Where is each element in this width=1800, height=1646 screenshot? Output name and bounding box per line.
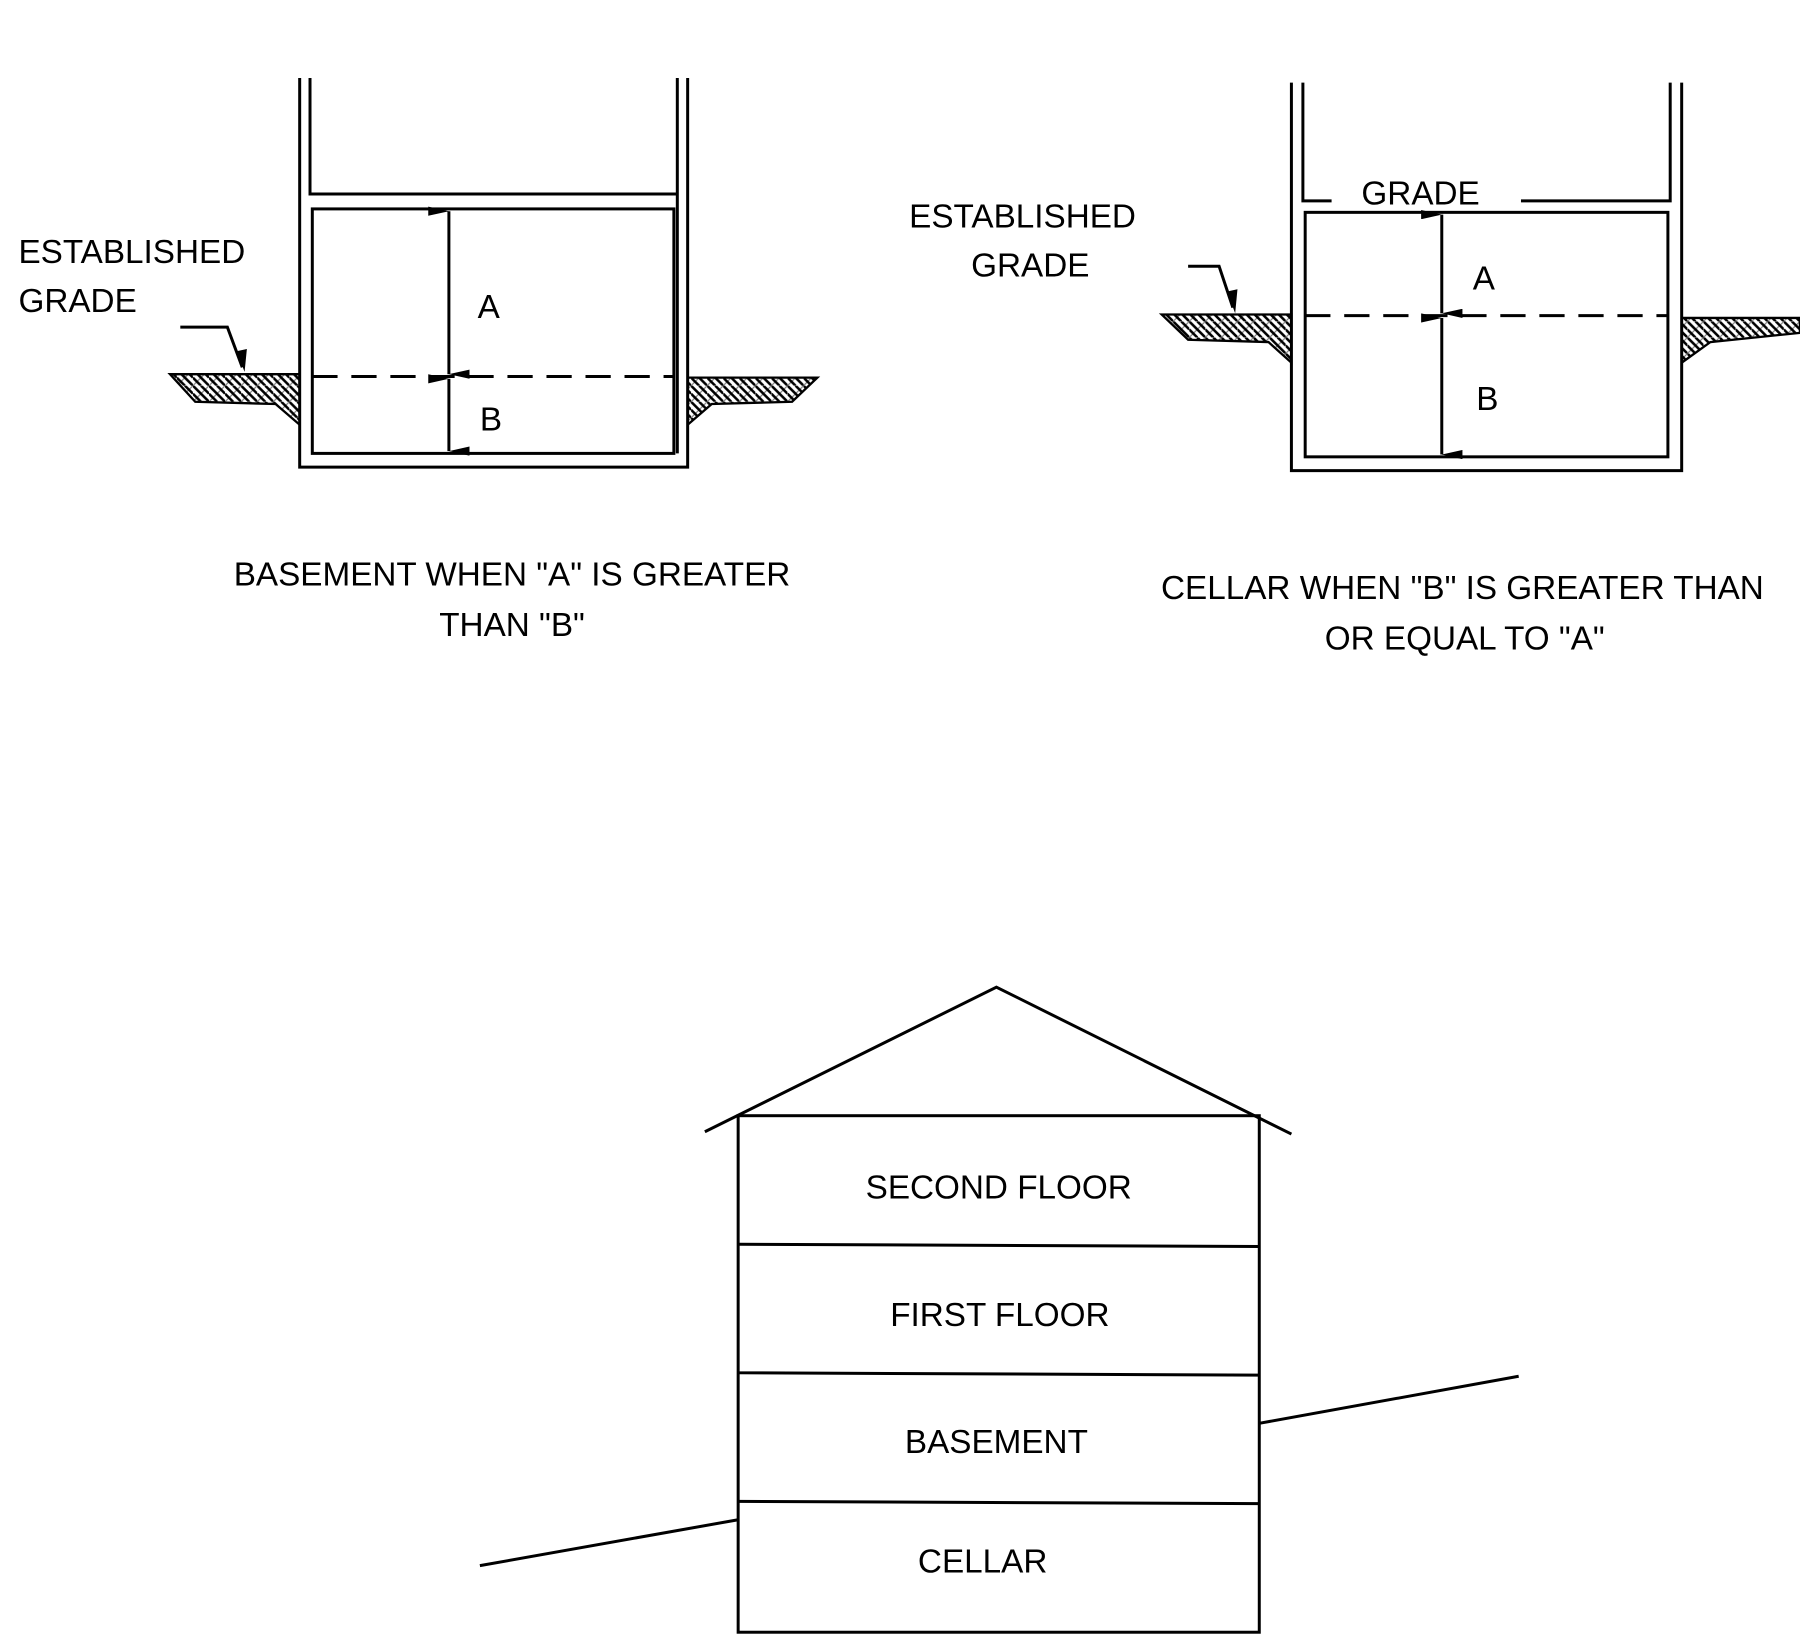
floor-label-cellar: CELLAR bbox=[918, 1544, 1047, 1581]
floor-label-second-floor: SECOND FLOOR bbox=[866, 1169, 1132, 1206]
grade-line-right bbox=[1259, 1374, 1519, 1425]
top-grade-label: GRADE bbox=[1361, 175, 1479, 212]
foundation-walls bbox=[298, 78, 690, 469]
leader-line bbox=[180, 325, 244, 368]
dimension-b-label: B bbox=[1476, 381, 1498, 418]
grade-label: ESTABLISHED bbox=[18, 234, 245, 271]
caption: BASEMENT WHEN "A" IS GREATER bbox=[234, 556, 791, 593]
basement-room bbox=[310, 207, 676, 455]
grade-label: GRADE bbox=[18, 283, 136, 320]
dimension-a-label: A bbox=[478, 289, 501, 326]
dimension-b-label: B bbox=[480, 401, 502, 438]
cellar-room bbox=[1303, 210, 1670, 459]
leader-arrow-icon bbox=[236, 348, 247, 372]
earth-hatch-left bbox=[1158, 313, 1293, 366]
cellar-section: ESTABLISHED GRADE GRADE A B CELLAR WHEN … bbox=[909, 82, 1800, 658]
floor-divider bbox=[738, 1242, 1260, 1249]
caption: OR EQUAL TO "A" bbox=[1325, 621, 1605, 658]
grade-label: ESTABLISHED bbox=[909, 198, 1136, 235]
leader-line bbox=[1188, 264, 1235, 309]
floor-label-first-floor: FIRST FLOOR bbox=[890, 1297, 1109, 1334]
earth-hatch-right bbox=[686, 376, 821, 428]
floor-divider bbox=[738, 1371, 1260, 1377]
basement-section: ESTABLISHED GRADE A B BASEMENT WHEN "A" … bbox=[18, 78, 821, 644]
foundation-walls bbox=[1289, 82, 1684, 473]
grade-label: GRADE bbox=[971, 248, 1089, 285]
floor-label-basement: BASEMENT bbox=[905, 1424, 1088, 1461]
dimension-a-label: A bbox=[1473, 260, 1496, 297]
earth-hatch-right bbox=[1680, 316, 1800, 365]
caption: THAN "B" bbox=[439, 607, 585, 644]
caption: CELLAR WHEN "B" IS GREATER THAN bbox=[1161, 570, 1764, 607]
leader-arrow-icon bbox=[1227, 289, 1238, 314]
grade-line-left bbox=[479, 1518, 739, 1568]
house-section: SECOND FLOOR FIRST FLOOR BASEMENT CELLAR bbox=[479, 985, 1519, 1634]
roof bbox=[704, 985, 1293, 1136]
floor-divider bbox=[738, 1499, 1260, 1506]
earth-hatch-left bbox=[167, 373, 301, 428]
